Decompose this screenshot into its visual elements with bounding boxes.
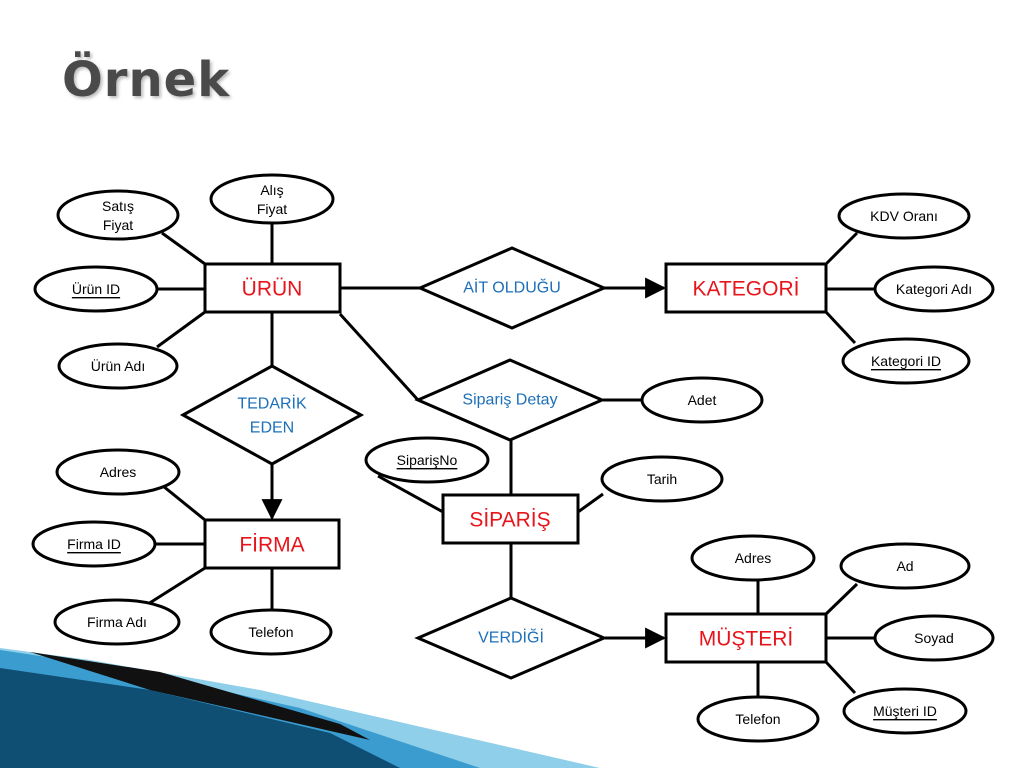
attr-urun-adi: Ürün Adı <box>57 342 179 390</box>
entities: ÜRÜN KATEGORİ FİRMA SİPARİŞ MÜŞTERİ <box>203 262 828 664</box>
attr-kategori-adi: Kategori Adı <box>873 265 995 313</box>
slide-title: Örnek <box>62 52 231 108</box>
attr-firma-adi-label: Firma Adı <box>87 614 147 630</box>
attr-firma-id: Firma ID <box>31 520 157 568</box>
attr-alis-fiyat-line1: Alış <box>260 182 283 198</box>
relationship-siparis-detay-label: Sipariş Detay <box>462 392 557 409</box>
entity-kategori: KATEGORİ <box>664 262 828 314</box>
entity-kategori-label: KATEGORİ <box>693 278 800 301</box>
attr-musteri-soyad: Soyad <box>873 614 995 662</box>
entity-musteri-label: MÜŞTERİ <box>699 628 794 651</box>
line-firma-adres <box>162 484 206 522</box>
attr-firma-id-label: Firma ID <box>67 536 121 552</box>
line-kdv <box>824 231 859 266</box>
attr-satis-fiyat: Satış Fiyat <box>56 189 180 241</box>
relationship-siparis-detay: Sipariş Detay <box>414 358 606 442</box>
attr-kdv-orani-label: KDV Oranı <box>870 208 938 224</box>
entity-siparis: SİPARİŞ <box>441 493 580 545</box>
line-musteri-id <box>824 660 857 695</box>
attr-musteri-adres-label: Adres <box>735 550 772 566</box>
attr-tarih-label: Tarih <box>647 471 677 487</box>
attr-siparis-no-label: SiparişNo <box>397 452 458 468</box>
relationship-verdigi-label: VERDİĞİ <box>478 628 544 647</box>
attr-musteri-telefon-label: Telefon <box>735 711 780 727</box>
wave-dark-band <box>0 668 400 768</box>
attr-musteri-id-label: Müşteri ID <box>873 703 937 719</box>
entity-siparis-label: SİPARİŞ <box>469 509 550 532</box>
relationship-tedarik-line2: EDEN <box>250 420 294 437</box>
attr-firma-telefon: Telefon <box>209 608 333 656</box>
attr-kategori-id: Kategori ID <box>841 337 971 385</box>
relationship-verdigi: VERDİĞİ <box>414 596 608 680</box>
attributes: Satış Fiyat Alış Fiyat Ürün ID Ürün Adı … <box>31 173 995 743</box>
entity-urun: ÜRÜN <box>203 262 342 314</box>
relationship-ait-oldugu-label: AİT OLDUĞU <box>463 278 561 297</box>
line-urun-adi <box>156 310 206 349</box>
attr-musteri-ad: Ad <box>839 542 971 590</box>
connector-lines <box>147 220 876 697</box>
attr-kdv-orani: KDV Oranı <box>837 192 971 240</box>
relationships: AİT OLDUĞU TEDARİK EDEN Sipariş Detay VE… <box>179 246 608 680</box>
attr-adet-label: Adet <box>688 392 717 408</box>
attr-firma-adres-label: Adres <box>100 464 137 480</box>
decorative-wave <box>0 648 600 768</box>
attr-urun-adi-label: Ürün Adı <box>91 357 145 374</box>
attr-urun-id: Ürün ID <box>33 265 159 313</box>
attr-musteri-id: Müşteri ID <box>842 687 968 735</box>
line-firma-adi <box>147 566 206 606</box>
relationship-tedarik-line1: TEDARİK <box>237 394 307 413</box>
line-siparisno <box>377 474 444 514</box>
attr-alis-fiyat-line2: Fiyat <box>257 201 287 217</box>
attr-urun-id-label: Ürün ID <box>72 280 120 297</box>
attr-satis-fiyat-line2: Fiyat <box>103 217 133 233</box>
attr-tarih: Tarih <box>600 455 724 503</box>
line-urun-detay <box>338 312 420 402</box>
relationship-tedarik-eden: TEDARİK EDEN <box>179 364 365 466</box>
entity-firma: FİRMA <box>203 518 341 570</box>
entity-musteri: MÜŞTERİ <box>664 612 828 664</box>
wave-black-stripe <box>30 652 370 740</box>
line-musteri-ad <box>824 582 859 616</box>
attr-adet: Adet <box>640 376 764 424</box>
attr-alis-fiyat: Alış Fiyat <box>209 173 335 225</box>
attr-siparis-no: SiparişNo <box>364 436 490 484</box>
attr-firma-adi: Firma Adı <box>53 598 181 646</box>
attr-satis-fiyat-line1: Satış <box>102 198 134 214</box>
attr-musteri-adres: Adres <box>690 534 816 582</box>
attr-firma-adres: Adres <box>55 448 181 496</box>
attr-kategori-adi-label: Kategori Adı <box>896 281 972 297</box>
line-kategori-id <box>824 310 857 345</box>
entity-urun-label: ÜRÜN <box>242 278 303 301</box>
relationship-ait-oldugu: AİT OLDUĞU <box>416 246 608 330</box>
attr-kategori-id-label: Kategori ID <box>871 353 941 369</box>
attr-musteri-telefon: Telefon <box>696 695 820 743</box>
attr-musteri-ad-label: Ad <box>896 558 913 574</box>
attr-firma-telefon-label: Telefon <box>248 624 293 640</box>
line-satis-fiyat <box>161 231 206 266</box>
entity-firma-label: FİRMA <box>239 534 304 557</box>
line-tarih <box>577 492 604 514</box>
attr-musteri-soyad-label: Soyad <box>914 630 954 646</box>
